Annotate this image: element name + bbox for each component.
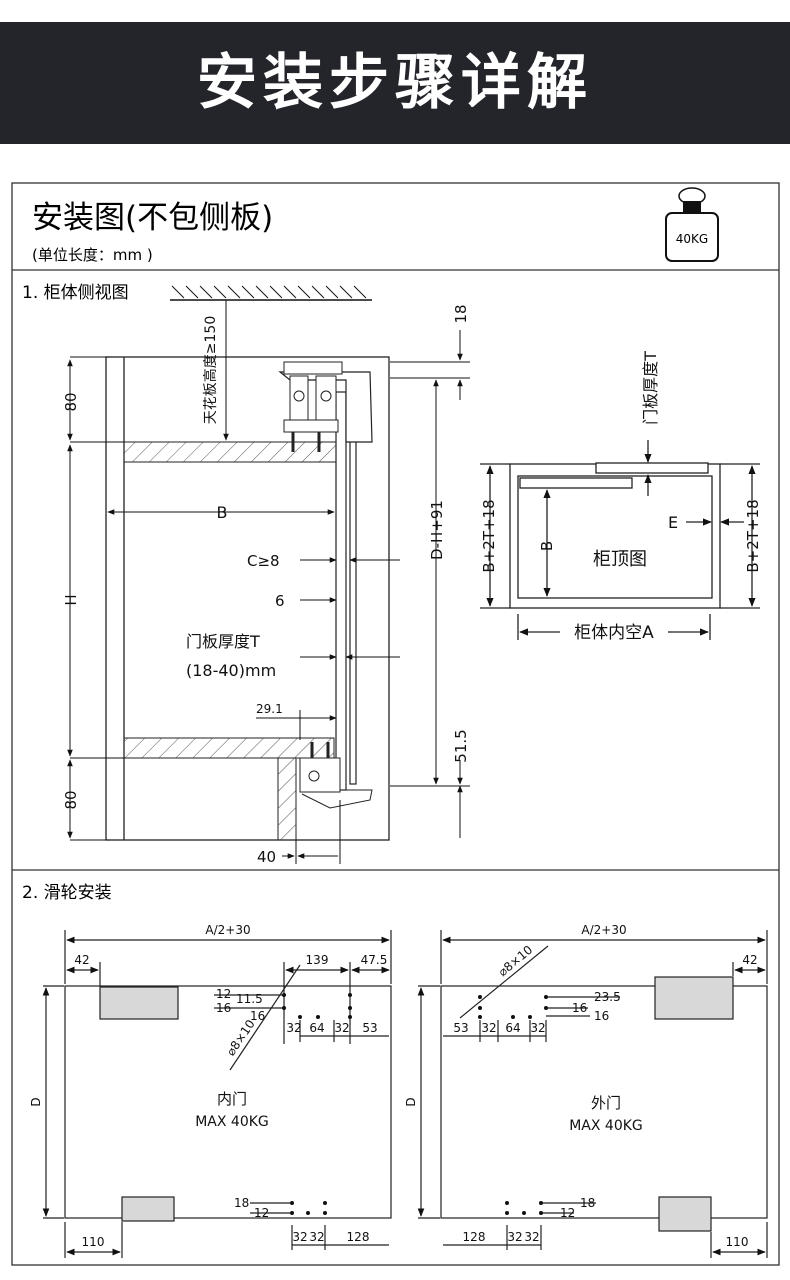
top-view-label: 柜顶图 — [593, 549, 647, 570]
inner-110: 110 — [82, 1235, 105, 1249]
door-thickness: 门板厚度T — [186, 632, 260, 651]
dim-D: D-H+91 — [428, 500, 446, 560]
inner-seg-32a: 32 — [286, 1021, 301, 1035]
outer-name: 外门 — [591, 1094, 621, 1112]
inner-11-5: 11.5 — [236, 992, 263, 1006]
top-left-dim: B+2T+18 — [480, 499, 498, 572]
outer-18: 18 — [580, 1196, 595, 1210]
outer-seg-32a: 32 — [481, 1021, 496, 1035]
section2-title: 2. 滑轮安装 — [22, 883, 112, 903]
cabinet-body — [105, 356, 390, 841]
inner-16a: 16 — [216, 1001, 231, 1015]
inner-total: A/2+30 — [205, 923, 250, 937]
inner-47-5: 47.5 — [361, 953, 388, 967]
section1-title: 1. 柜体侧视图 — [22, 283, 129, 303]
outer-seg-64: 64 — [505, 1021, 520, 1035]
outer-42: 42 — [742, 953, 757, 967]
top-dim-E: E — [668, 513, 678, 532]
outer-12: 12 — [560, 1206, 575, 1220]
top-door-thickness: 门板厚度T — [641, 351, 660, 425]
inner-door-labels: A/2+30 42 139 47.5 12 11.5 16 16 ⌀8×10 3… — [29, 923, 387, 1249]
dim-40: 40 — [257, 848, 276, 866]
weight-label: 40KG — [676, 232, 708, 246]
top-view — [480, 440, 760, 640]
inner-bot-32a: 32 — [292, 1230, 307, 1244]
inner-bot-128: 128 — [347, 1230, 370, 1244]
dim-C: C≥8 — [247, 552, 280, 570]
panel-frame — [11, 182, 780, 1266]
inner-seg-64: 64 — [309, 1021, 324, 1035]
outer-door-holes — [478, 995, 548, 1215]
base-side — [277, 757, 297, 841]
dimension-labels-side: 80 H 80 天花板高度≥150 B C≥8 6 门板厚度T (18-40)m… — [62, 304, 470, 866]
dim-B: B — [217, 503, 228, 522]
top-panel — [123, 441, 337, 463]
inner-door-drawing — [42, 930, 392, 1258]
dim-6: 6 — [275, 592, 285, 610]
top-roller-bracket — [283, 361, 343, 452]
dimension-lines-side — [67, 300, 470, 864]
inner-18: 18 — [234, 1196, 249, 1210]
bottom-roller-bracket — [299, 742, 373, 809]
inner-D: D — [29, 1097, 43, 1106]
inner-seg-32b: 32 — [334, 1021, 349, 1035]
outer-bot-32b: 32 — [524, 1230, 539, 1244]
dim-80-top: 80 — [62, 392, 80, 411]
door-range: (18-40)mm — [186, 661, 276, 680]
outer-16b: 16 — [594, 1009, 609, 1023]
outer-seg-53: 53 — [453, 1021, 468, 1035]
inner-hole-dia: ⌀8×10 — [224, 1017, 258, 1058]
weight-icon: 40KG — [665, 187, 719, 262]
inner-name: 内门 — [217, 1090, 247, 1108]
bottom-panel — [123, 737, 335, 759]
outer-D: D — [404, 1097, 418, 1106]
top-view-labels: 门板厚度T B+2T+18 B 柜顶图 E B+2T+18 柜体内空A — [480, 351, 762, 643]
outer-bot-32a: 32 — [507, 1230, 522, 1244]
ceiling — [170, 285, 372, 301]
inner-12: 12 — [216, 987, 231, 1001]
dim-80-bottom: 80 — [62, 790, 80, 809]
dim-51-5: 51.5 — [452, 729, 470, 762]
outer-door-drawing — [417, 930, 768, 1258]
inner-139: 139 — [306, 953, 329, 967]
outer-16a: 16 — [572, 1001, 587, 1015]
dim-H: H — [62, 594, 80, 605]
outer-23-5: 23.5 — [594, 990, 621, 1004]
panel-title: 安装图(不包侧板) — [32, 200, 273, 236]
outer-110: 110 — [726, 1235, 749, 1249]
dim-29-1: 29.1 — [256, 702, 283, 716]
ceiling-height: 天花板高度≥150 — [202, 316, 219, 424]
dim-18: 18 — [452, 304, 470, 323]
inner-max: MAX 40KG — [195, 1114, 269, 1130]
header-banner: 安装步骤详解 — [0, 22, 790, 144]
outer-bot-128: 128 — [463, 1230, 486, 1244]
outer-total: A/2+30 — [581, 923, 626, 937]
inner-door-holes — [282, 993, 352, 1215]
inner-42: 42 — [74, 953, 89, 967]
top-right-dim: B+2T+18 — [744, 499, 762, 572]
inner-16b: 16 — [250, 1009, 265, 1023]
outer-seg-32b: 32 — [530, 1021, 545, 1035]
door-panel — [278, 371, 373, 791]
outer-max: MAX 40KG — [569, 1118, 643, 1134]
top-dim-B: B — [538, 541, 556, 551]
inner-12b: 12 — [254, 1206, 269, 1220]
top-bottom-dim: 柜体内空A — [574, 623, 654, 643]
inner-seg-53: 53 — [362, 1021, 377, 1035]
unit-note: (单位长度：mm ) — [32, 246, 153, 264]
page-title: 安装步骤详解 — [197, 48, 593, 118]
inner-bot-32b: 32 — [309, 1230, 324, 1244]
